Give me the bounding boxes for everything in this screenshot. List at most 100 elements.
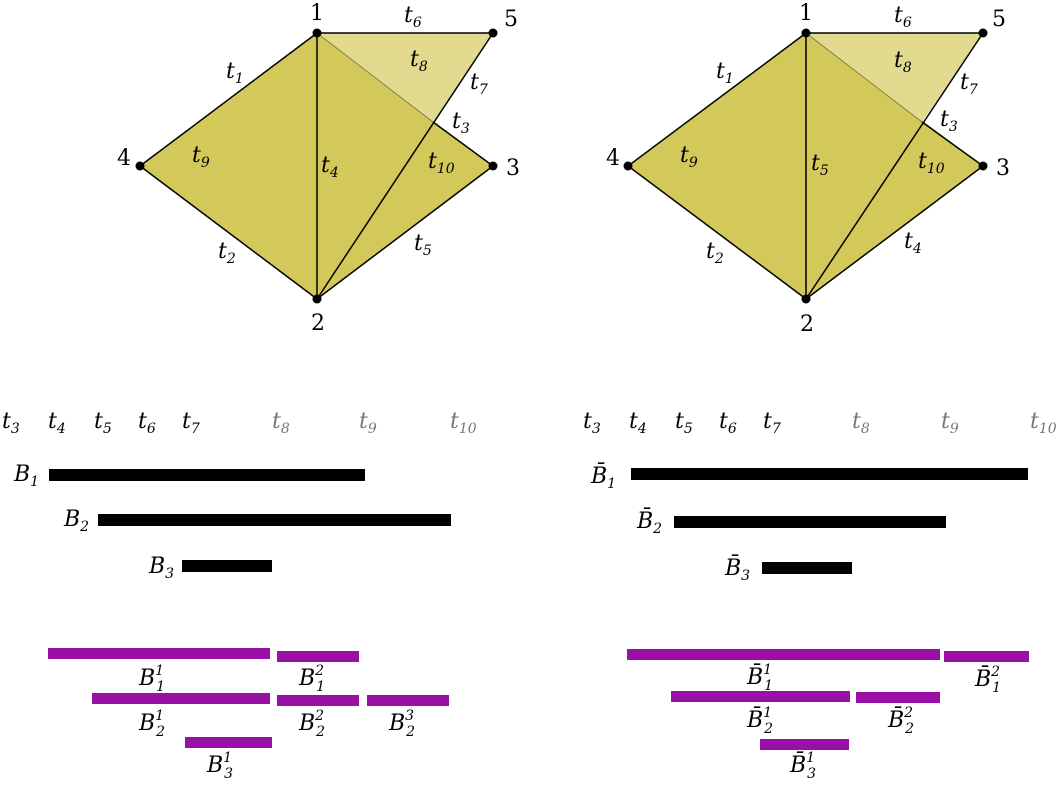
right-complex: 1 2 3 4 5 t1 t2 t3 t4 t5 t6 t7 t8 t9 t10 bbox=[606, 1, 1010, 337]
left-subbar-B2-1 bbox=[92, 693, 270, 704]
left-edge-3-5 bbox=[316, 32, 494, 300]
left-edge-label-t2: t2 bbox=[218, 239, 236, 267]
right-axis-t5: t5 bbox=[675, 409, 693, 437]
right-face-label-t10: t10 bbox=[918, 149, 945, 177]
right-vertex-4-label: 4 bbox=[606, 146, 620, 171]
right-face-t9 bbox=[628, 33, 806, 299]
left-vertex-2-dot bbox=[312, 294, 322, 304]
left-face-label-t10: t10 bbox=[428, 149, 455, 177]
right-edge-1-4 bbox=[627, 32, 807, 167]
left-axis-t6: t6 bbox=[138, 409, 156, 437]
right-subbar-B2-2 bbox=[856, 692, 940, 703]
right-edge-label-t2: t2 bbox=[706, 239, 724, 267]
left-subbar-B1-2 bbox=[277, 651, 359, 662]
left-edge-label-t7: t7 bbox=[470, 70, 488, 98]
right-axis-t10: t10 bbox=[1030, 409, 1057, 437]
right-face-t8 bbox=[806, 33, 983, 122]
left-edge-1-4 bbox=[139, 32, 318, 167]
left-subbar-B3-1 bbox=[185, 737, 272, 748]
right-edge-label-t4: t4 bbox=[904, 229, 922, 257]
right-vertex-3-label: 3 bbox=[996, 156, 1010, 181]
left-subbar-B2-3 bbox=[367, 695, 449, 706]
right-subbar-B3-1 bbox=[760, 739, 849, 750]
right-axis-t8: t8 bbox=[852, 409, 870, 437]
right-bar-label-B1: B̄1 bbox=[590, 462, 616, 492]
right-edge-label-t7: t7 bbox=[960, 70, 978, 98]
right-face-label-t9: t9 bbox=[680, 143, 698, 171]
left-subbar-B1-1 bbox=[48, 648, 270, 659]
right-subbar-B1-1 bbox=[627, 649, 940, 660]
right-edge-label-t3: t3 bbox=[940, 107, 958, 135]
left-face-label-t9: t9 bbox=[192, 143, 210, 171]
left-bar-B1 bbox=[49, 469, 365, 481]
left-edge-label-t5: t5 bbox=[414, 231, 432, 259]
left-axis-t7: t7 bbox=[182, 409, 200, 437]
left-vertex-1-dot bbox=[312, 28, 322, 38]
right-bar-label-B2: B̄2 bbox=[636, 507, 662, 537]
left-vertex-2-label: 2 bbox=[311, 311, 325, 336]
right-edge-1-3 bbox=[921, 121, 984, 167]
right-vertex-1-dot bbox=[801, 28, 811, 38]
right-axis-t9: t9 bbox=[941, 409, 959, 437]
right-vertex-4-dot bbox=[623, 161, 633, 171]
left-vertex-1-label: 1 bbox=[310, 1, 324, 26]
left-face-t8 bbox=[317, 33, 493, 122]
right-bar-B2 bbox=[674, 516, 946, 528]
right-edge-1-3-shadow bbox=[805, 32, 923, 123]
right-vertex-5-label: 5 bbox=[992, 7, 1006, 32]
left-subbar-B2-2 bbox=[277, 695, 359, 706]
right-vertex-2-dot bbox=[801, 294, 811, 304]
left-axis-t3: t3 bbox=[2, 409, 20, 437]
right-bar-label-B3: B̄3 bbox=[724, 554, 750, 584]
left-vertex-5-dot bbox=[488, 28, 498, 38]
left-edge-label-t4: t4 bbox=[321, 153, 339, 181]
left-bar-label-B2: B2 bbox=[63, 507, 89, 535]
left-complex: 1 2 3 4 5 t1 t2 t3 t4 t5 t6 t7 t8 t9 t10 bbox=[117, 1, 520, 336]
right-barcode: t3 t4 t5 t6 t7 t8 t9 t10 B̄1 B̄2 B̄3 B̄1… bbox=[583, 409, 1057, 782]
left-vertex-4-dot bbox=[135, 161, 145, 171]
right-vertex-5-dot bbox=[978, 28, 988, 38]
left-face-label-t8: t8 bbox=[410, 47, 428, 75]
left-vertex-3-dot bbox=[488, 161, 498, 171]
left-edge-1-3-shadow bbox=[316, 32, 434, 123]
right-subbar-B1-2 bbox=[944, 651, 1029, 662]
right-edge-3-5 bbox=[805, 32, 984, 300]
left-bar-label-B1: B1 bbox=[13, 462, 39, 490]
left-axis-t8: t8 bbox=[272, 409, 290, 437]
left-edge-label-t1: t1 bbox=[226, 59, 244, 87]
right-face-label-t8: t8 bbox=[894, 48, 912, 76]
right-axis-t6: t6 bbox=[719, 409, 737, 437]
right-axis-t4: t4 bbox=[629, 409, 647, 437]
left-bar-label-B3: B3 bbox=[148, 554, 174, 582]
left-vertex-4-label: 4 bbox=[117, 146, 131, 171]
left-edge-label-t3: t3 bbox=[452, 109, 470, 137]
left-axis-t5: t5 bbox=[94, 409, 112, 437]
left-edge-1-3 bbox=[432, 121, 494, 167]
right-edge-label-t5: t5 bbox=[811, 151, 829, 179]
right-axis-t7: t7 bbox=[763, 409, 781, 437]
left-face-t9 bbox=[140, 33, 317, 299]
right-bar-B3 bbox=[762, 562, 852, 574]
left-edge-2-4 bbox=[139, 165, 318, 300]
left-axis-t10: t10 bbox=[450, 409, 477, 437]
right-vertex-3-dot bbox=[978, 161, 988, 171]
right-vertex-2-label: 2 bbox=[800, 312, 814, 337]
left-bar-B3 bbox=[182, 560, 272, 572]
left-vertex-3-label: 3 bbox=[506, 156, 520, 181]
left-axis-t4: t4 bbox=[48, 409, 66, 437]
right-vertex-1-label: 1 bbox=[799, 1, 813, 26]
right-axis-t3: t3 bbox=[583, 409, 601, 437]
left-edge-label-t6: t6 bbox=[404, 3, 422, 31]
right-subbar-B2-1 bbox=[671, 691, 850, 702]
